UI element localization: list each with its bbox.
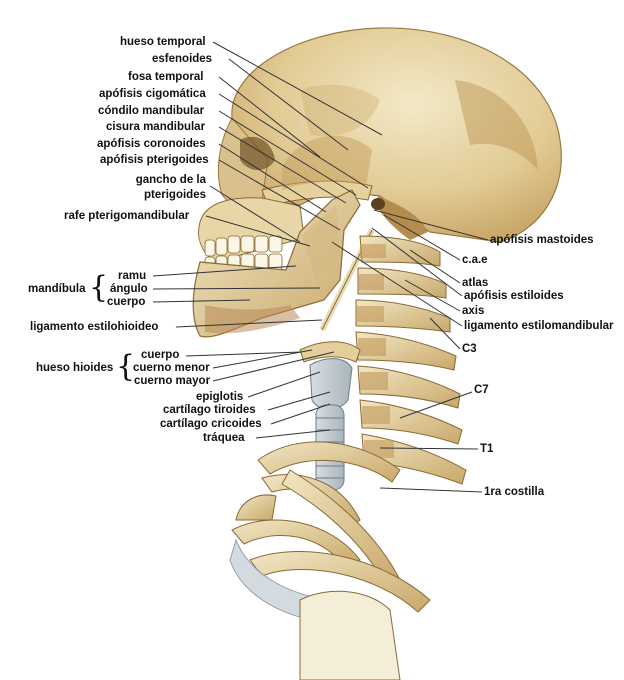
larynx-trachea <box>299 341 361 491</box>
label-cuerno-mayor: cuerno mayor <box>134 375 211 387</box>
label-apofisis-estiloides: apófisis estiloides <box>464 290 564 302</box>
label-cuerno-menor: cuerno menor <box>133 362 210 374</box>
label-c3: C3 <box>462 343 477 355</box>
label-cuerpo-hioides: cuerpo <box>141 349 180 361</box>
brace-mandibula: { <box>89 270 109 305</box>
label-ligamento-estilohioideo: ligamento estilohioideo <box>30 321 159 333</box>
leader-lines <box>152 41 489 493</box>
label-cartilago-cricoides: cartílago cricoides <box>160 418 262 430</box>
label-t1: T1 <box>480 443 494 455</box>
scapula <box>299 590 401 680</box>
label-ligamento-estilomandibular: ligamento estilomandibular <box>464 320 614 332</box>
brace-hioides: { <box>116 349 136 384</box>
jaw <box>192 189 375 338</box>
label-apofisis-mastoides: apófisis mastoides <box>490 234 594 246</box>
label-apofisis-coronoides: apófisis coronoides <box>97 138 206 150</box>
label-1ra-costilla: 1ra costilla <box>484 486 545 498</box>
label-hueso-temporal: hueso temporal <box>120 36 206 48</box>
label-cuerpo-mandibula: cuerpo <box>107 296 146 308</box>
label-c7: C7 <box>474 384 489 396</box>
label-apofisis-cigomatica: apófisis cigomática <box>99 88 206 100</box>
cervical-spine <box>355 235 467 485</box>
label-epiglotis: epiglotis <box>196 391 244 403</box>
label-cae: c.a.e <box>462 254 488 266</box>
label-gancho-line1: gancho de la <box>135 174 206 186</box>
label-gancho-line2: pterigoides <box>144 189 206 201</box>
thorax <box>231 441 431 613</box>
label-axis: axis <box>462 305 485 317</box>
label-condilo-mandibular: cóndilo mandibular <box>98 105 205 117</box>
label-cisura-mandibular: cisura mandibular <box>106 121 206 133</box>
label-rafe-pterigomandibular: rafe pterigomandibular <box>64 210 190 222</box>
label-cartilago-tiroides: cartílago tiroides <box>163 404 256 416</box>
label-fosa-temporal: fosa temporal <box>128 71 204 83</box>
label-hueso-hioides: hueso hioides <box>36 362 114 374</box>
label-angulo: ángulo <box>110 283 148 295</box>
label-traquea: tráquea <box>203 432 245 444</box>
label-atlas: atlas <box>462 277 489 289</box>
label-mandibula: mandíbula <box>28 283 86 295</box>
label-ramu: ramu <box>118 270 147 282</box>
label-apofisis-pterigoides: apófisis pterigoides <box>100 154 209 166</box>
label-esfenoides: esfenoides <box>152 53 213 65</box>
